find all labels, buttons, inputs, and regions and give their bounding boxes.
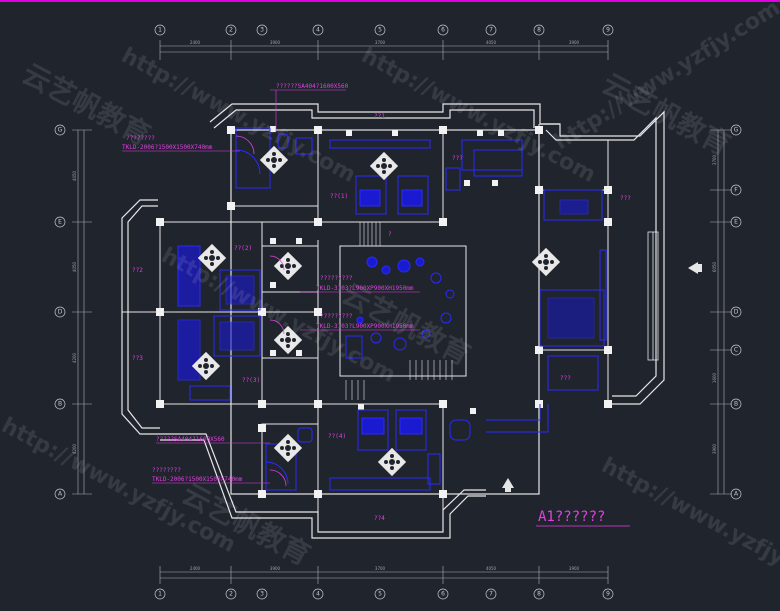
dimension-left xyxy=(72,129,92,495)
room-left-upper: ??2 xyxy=(132,267,143,274)
dim-top-3: 3700 xyxy=(375,40,386,45)
label-shower-2-name: ????????? xyxy=(320,313,353,320)
window-right xyxy=(647,231,659,361)
room-right: ??? xyxy=(620,195,631,202)
grid-top-5: 5 xyxy=(378,27,382,34)
grid-bottom-4: 4 xyxy=(316,591,320,598)
compass-icon xyxy=(688,262,702,274)
room-center: ? xyxy=(388,231,392,238)
label-toilet-top: ??????SA404?1600X560 xyxy=(276,83,349,90)
top-border xyxy=(0,0,780,2)
grid-left-B: B xyxy=(58,401,62,408)
label-bath-top-name: ???????? xyxy=(126,135,155,142)
grid-bubbles-top xyxy=(154,24,614,36)
grid-bottom-8: 8 xyxy=(537,591,541,598)
grid-bottom-3: 3 xyxy=(260,591,264,598)
grid-left-E: E xyxy=(58,219,62,226)
grid-bottom-6: 6 xyxy=(441,591,445,598)
dim-top-2: 3900 xyxy=(270,40,281,45)
interior-walls xyxy=(122,124,609,533)
label-shower-2-spec: TKLD-3103?L900XP900XH1950mm xyxy=(316,323,414,330)
structural-columns xyxy=(156,126,612,498)
room-top-right: ??? xyxy=(452,155,463,162)
room-top-mid: ??1 xyxy=(374,113,385,120)
stairs xyxy=(345,222,453,400)
grid-right-E: E xyxy=(734,219,738,226)
room-right-small: ??? xyxy=(560,375,571,382)
grid-bubbles-left xyxy=(54,124,66,500)
dimension-right xyxy=(710,129,732,495)
room-left-lower-in: ??(3) xyxy=(242,377,260,384)
room-left-lower: ??3 xyxy=(132,355,143,362)
grid-right-G: G xyxy=(734,127,739,134)
dim-top-1: 2400 xyxy=(190,40,201,45)
watermark-url-6: http://www.yzfjy.com xyxy=(597,453,780,598)
grid-top-1: 1 xyxy=(158,27,162,34)
grid-bottom-1: 1 xyxy=(158,591,162,598)
dim-right-3: 1600 xyxy=(712,372,717,383)
dimension-bottom xyxy=(159,566,609,584)
dim-bottom-1: 2400 xyxy=(190,566,201,571)
dim-right-1: 3700 xyxy=(712,154,717,165)
dim-right-4: 3900 xyxy=(712,443,717,454)
label-bath-bottom-spec: TKLD-2006?1500X1500X740mm xyxy=(152,476,243,483)
dim-bottom-3: 3700 xyxy=(375,566,386,571)
dim-top-5: 3900 xyxy=(569,40,580,45)
grid-bottom-9: 9 xyxy=(606,591,610,598)
dim-right-2: 6050 xyxy=(712,261,717,272)
grid-bottom-5: 5 xyxy=(378,591,382,598)
grid-top-3: 3 xyxy=(260,27,264,34)
grid-left-G: G xyxy=(58,127,63,134)
grid-right-C: C xyxy=(734,347,738,354)
grid-top-8: 8 xyxy=(537,27,541,34)
dim-left-3: 4200 xyxy=(72,352,77,363)
dim-bottom-5: 3900 xyxy=(569,566,580,571)
label-shower-1-spec: TKLD-3103?L900XP900XH1950mm xyxy=(316,285,414,292)
dim-top-4: 4050 xyxy=(486,40,497,45)
watermark-url-1: http://www.yzfjy.com xyxy=(117,43,359,188)
dim-bottom-2: 3900 xyxy=(270,566,281,571)
grid-top-7: 7 xyxy=(489,27,493,34)
grid-bubbles-bottom xyxy=(154,588,614,600)
dim-left-2: 4050 xyxy=(72,261,77,272)
grid-bottom-7: 7 xyxy=(489,591,493,598)
dim-left-4: 4200 xyxy=(72,443,77,454)
dim-left-1: 4050 xyxy=(72,170,77,181)
grid-top-9: 9 xyxy=(606,27,610,34)
label-toilet-bottom: ?????SA404?1600X560 xyxy=(156,436,225,443)
grid-bubbles-right xyxy=(730,124,742,500)
dimension-top xyxy=(159,40,609,60)
grid-top-4: 4 xyxy=(316,27,320,34)
label-bath-bottom-name: ???????? xyxy=(152,467,181,474)
grid-right-A: A xyxy=(734,491,739,498)
grid-right-B: B xyxy=(734,401,738,408)
label-bath-top-spec: TKLD-2006?1500X1500X740mm xyxy=(122,144,213,151)
room-bottom-mid: ??4 xyxy=(374,515,385,522)
door-swings xyxy=(235,135,287,487)
grid-left-D: D xyxy=(58,309,63,316)
room-left-upper-in: ??(2) xyxy=(234,245,252,252)
grid-top-2: 2 xyxy=(229,27,233,34)
entrance-arrow-icon xyxy=(502,478,514,492)
room-top-in: ??(1) xyxy=(330,193,348,200)
grid-right-F: F xyxy=(734,187,738,194)
grid-left-A: A xyxy=(58,491,63,498)
grid-top-6: 6 xyxy=(441,27,445,34)
room-bottom-in: ??(4) xyxy=(328,433,346,440)
grid-right-D: D xyxy=(734,309,739,316)
drawing-title: A1?????? xyxy=(538,509,605,525)
label-shower-1-name: ????????? xyxy=(320,275,353,282)
dim-bottom-4: 4050 xyxy=(486,566,497,571)
grid-bottom-2: 2 xyxy=(229,591,233,598)
